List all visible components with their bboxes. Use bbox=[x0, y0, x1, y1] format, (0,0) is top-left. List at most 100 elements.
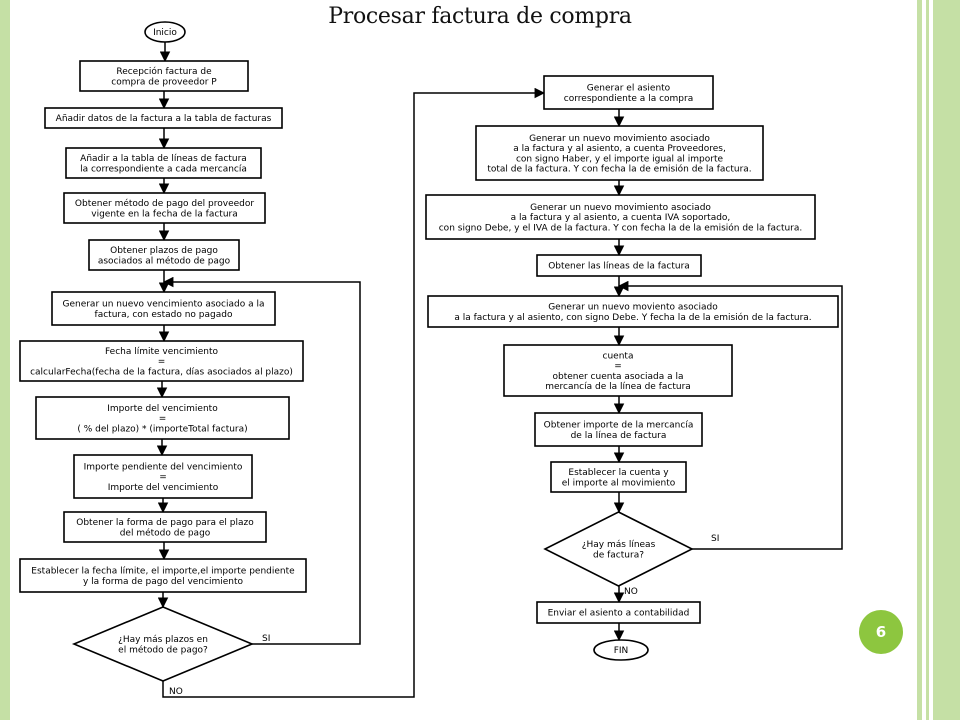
node-text: Obtener método de pago del proveedor bbox=[75, 198, 254, 209]
flow-edge bbox=[617, 280, 843, 550]
slide-border-left bbox=[0, 0, 10, 720]
node-text: asociados al método de pago bbox=[98, 255, 231, 266]
process-shape bbox=[536, 254, 702, 277]
node-text: mercancía de la línea de factura bbox=[545, 382, 691, 392]
process-shape bbox=[73, 454, 253, 499]
edge-label: SI bbox=[711, 534, 719, 544]
flow-node: Generar un nuevo vencimiento asociado a … bbox=[51, 291, 276, 326]
node-text: Añadir a la tabla de líneas de factura bbox=[80, 154, 247, 164]
node-text: Obtener plazos de pago bbox=[110, 246, 218, 256]
process-shape bbox=[543, 75, 714, 110]
node-text: a la factura y al asiento, a cuenta IVA … bbox=[511, 213, 731, 223]
terminal-shape bbox=[144, 21, 186, 43]
node-text: Enviar el asiento a contabilidad bbox=[548, 609, 690, 619]
process-shape bbox=[51, 291, 276, 326]
flow-node: Añadir a la tabla de líneas de facturala… bbox=[65, 147, 262, 179]
process-shape bbox=[19, 340, 304, 382]
edge-label: NO bbox=[624, 587, 638, 597]
slide-border-right-3 bbox=[933, 0, 960, 720]
node-text: correspondiente a la compra bbox=[564, 94, 693, 104]
node-text: Importe pendiente del vencimiento bbox=[84, 462, 243, 472]
decision-shape bbox=[543, 511, 694, 587]
process-shape bbox=[79, 60, 249, 92]
node-text: cuenta bbox=[603, 351, 634, 361]
slide-border-right-2 bbox=[926, 0, 929, 720]
flow-node: Establecer la fecha límite, el importe,e… bbox=[19, 558, 307, 593]
edge-label: NO bbox=[169, 687, 183, 697]
node-text: Generar un nuevo moviento asociado bbox=[548, 303, 718, 313]
node-text: calcularFecha(fecha de la factura, días … bbox=[30, 368, 293, 378]
node-text: a la factura y al asiento, con signo Deb… bbox=[454, 312, 811, 323]
decision-shape bbox=[71, 606, 255, 682]
process-shape bbox=[65, 147, 262, 179]
flow-edge bbox=[162, 87, 546, 698]
terminal-shape bbox=[593, 639, 649, 661]
process-shape bbox=[63, 192, 266, 224]
process-shape bbox=[503, 344, 733, 397]
flow-node: Añadir datos de la factura a la tabla de… bbox=[44, 107, 283, 129]
node-text: Establecer la fecha límite, el importe,e… bbox=[31, 567, 295, 577]
node-text: Importe del vencimiento bbox=[108, 483, 219, 493]
process-shape bbox=[550, 461, 687, 493]
process-shape bbox=[425, 194, 816, 240]
node-text: Fecha límite vencimiento bbox=[105, 347, 218, 357]
node-text: total de la factura. Y con fecha la de e… bbox=[487, 164, 751, 175]
slide-border-right-1 bbox=[917, 0, 922, 720]
node-text: compra de proveedor P bbox=[111, 77, 217, 87]
node-text: y la forma de pago del vencimiento bbox=[83, 577, 244, 587]
node-text: Obtener las líneas de la factura bbox=[548, 262, 690, 272]
node-text: el método de pago? bbox=[118, 644, 208, 655]
node-text: factura, con estado no pagado bbox=[95, 310, 233, 320]
flow-edge bbox=[162, 276, 361, 645]
flow-node: Obtener método de pago del proveedorvige… bbox=[63, 192, 266, 224]
node-text: Generar el asiento bbox=[587, 84, 671, 94]
edge-label: SI bbox=[262, 634, 270, 644]
node-text: a la factura y al asiento, a cuenta Prov… bbox=[513, 144, 726, 154]
node-text: Obtener la forma de pago para el plazo bbox=[76, 518, 254, 528]
process-shape bbox=[63, 511, 267, 543]
node-text: el importe al movimiento bbox=[562, 478, 676, 488]
flow-node: Importe del vencimiento=( % del plazo) *… bbox=[35, 396, 290, 440]
node-text: Generar un nuevo movimiento asociado bbox=[530, 203, 711, 213]
node-text: con signo Haber, y el importe igual al i… bbox=[516, 154, 724, 164]
flow-node: Obtener la forma de pago para el plazode… bbox=[63, 511, 267, 543]
flow-node: FIN bbox=[593, 639, 649, 661]
node-text: Inicio bbox=[153, 28, 177, 38]
flow-node: Obtener las líneas de la factura bbox=[536, 254, 702, 277]
node-text: ¿Hay más líneas bbox=[582, 540, 656, 550]
node-text: Generar un nuevo movimiento asociado bbox=[529, 134, 710, 144]
node-text: Añadir datos de la factura a la tabla de… bbox=[56, 114, 272, 124]
node-text: vigente en la fecha de la factura bbox=[91, 209, 238, 219]
flow-node: Importe pendiente del vencimiento=Import… bbox=[73, 454, 253, 499]
node-text: Obtener importe de la mercancía bbox=[544, 421, 694, 431]
node-text: la correspondiente a cada mercancía bbox=[80, 164, 247, 174]
node-text: obtener cuenta asociada a la bbox=[552, 372, 683, 382]
process-shape bbox=[35, 396, 290, 440]
slide-title: Procesar factura de compra bbox=[328, 4, 632, 29]
flow-node: Inicio bbox=[144, 21, 186, 43]
node-text: con signo Debe, y el IVA de la factura. … bbox=[439, 223, 803, 234]
node-text: ( % del plazo) * (importeTotal factura) bbox=[77, 425, 247, 435]
page-number-badge: 6 bbox=[859, 610, 903, 654]
flow-node: Fecha límite vencimiento=calcularFecha(f… bbox=[19, 340, 304, 382]
node-text: = bbox=[158, 357, 166, 367]
process-shape bbox=[475, 125, 764, 181]
node-text: FIN bbox=[614, 646, 629, 656]
process-shape bbox=[19, 558, 307, 593]
node-text: ¿Hay más plazos en bbox=[118, 635, 208, 645]
flow-node: Enviar el asiento a contabilidad bbox=[536, 601, 701, 624]
node-text: Establecer la cuenta y bbox=[568, 468, 669, 478]
process-shape bbox=[44, 107, 283, 129]
process-shape bbox=[427, 295, 839, 328]
node-text: Importe del vencimiento bbox=[107, 404, 218, 414]
flow-node: Establecer la cuenta yel importe al movi… bbox=[550, 461, 687, 493]
